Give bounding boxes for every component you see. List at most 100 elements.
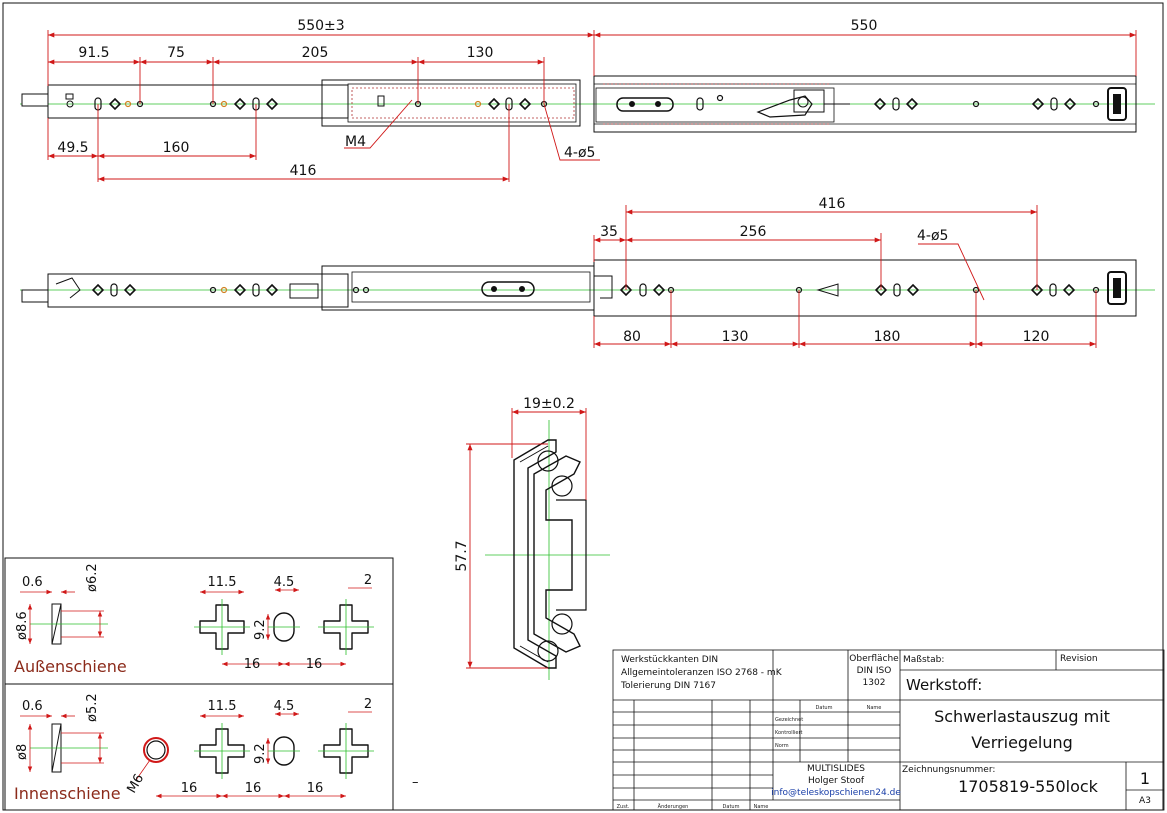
tb-person: Holger Stoof [808, 776, 865, 786]
mounting-hole [1062, 283, 1076, 297]
mounting-hole [1031, 97, 1045, 111]
round-hole [209, 286, 217, 294]
callout-4-d5-b: 4-ø5 [917, 228, 948, 244]
tb-surface-2: DIN ISO [857, 666, 892, 676]
tb-foot-zust: Zust. [617, 804, 630, 810]
lock-lever [756, 95, 813, 118]
detail-inner: 0.6 ø5.2 ø8 11.5 4.5 2 9.2 M6 16 16 16 I… [14, 693, 372, 803]
od-4-5: 4.5 [274, 575, 295, 590]
dim-256: 256 [740, 224, 767, 240]
tb-note-2: Allgemeintoleranzen ISO 2768 - mK [621, 668, 783, 678]
profile-outer-wall [513, 439, 557, 669]
lock-housing [793, 89, 825, 113]
dim-120: 120 [1023, 329, 1050, 345]
top-dimensions [47, 30, 1137, 182]
tb-row-norm: Norm [775, 743, 789, 749]
dim-75: 75 [167, 45, 185, 61]
mounting-hole [906, 283, 920, 297]
mounting-hole [233, 97, 247, 111]
tb-scale: Maßstab: [903, 655, 944, 665]
tb-email[interactable]: info@teleskopschienen24.de [771, 788, 901, 798]
tb-title-1: Schwerlastauszug mit [934, 707, 1110, 726]
dash-mark: – [412, 775, 419, 790]
ball-cage [351, 87, 575, 119]
dim-19: 19±0.2 [523, 396, 575, 412]
mounting-hole [265, 97, 279, 111]
round-hole [220, 286, 228, 294]
crosshair-hole [318, 599, 374, 655]
detail-outer-title: Außenschiene [14, 657, 127, 676]
crosshair-hole [194, 599, 250, 655]
slot-hole [110, 283, 118, 297]
id-4-5: 4.5 [274, 699, 295, 714]
tb-surface-1: Oberfläche [849, 654, 899, 664]
dim-91-5: 91.5 [78, 45, 109, 61]
tb-col-datum: Datum [816, 705, 833, 711]
mounting-hole [108, 97, 122, 111]
mounting-hole [619, 283, 633, 297]
tb-note-1: Werkstückkanten DIN [621, 655, 718, 665]
top-dim-labels: 550±3 91.5 75 205 130 550 49.5 160 416 M… [57, 18, 877, 179]
middle-dimensions [593, 205, 1097, 348]
mounting-hole [1063, 97, 1077, 111]
id-d8: ø8 [15, 744, 30, 760]
dim-160: 160 [163, 140, 190, 156]
m6-thread [143, 737, 169, 763]
tb-col-name: Name [867, 705, 882, 711]
round-hole [362, 286, 370, 294]
tb-revision: Revision [1060, 654, 1098, 664]
dim-35: 35 [600, 224, 618, 240]
mounting-hole [91, 283, 105, 297]
dim-180: 180 [874, 329, 901, 345]
od-2: 2 [364, 573, 372, 588]
tb-format: A3 [1139, 796, 1151, 806]
inner-rail-2 [47, 273, 349, 308]
id-11-5: 11.5 [208, 699, 237, 714]
od-d6-2: ø6.2 [85, 563, 100, 592]
dim-130: 130 [467, 45, 494, 61]
dim-550-tol: 550±3 [297, 18, 344, 34]
dim-57-7: 57.7 [454, 540, 470, 571]
mounting-hole [874, 283, 888, 297]
mounting-hole [873, 97, 887, 111]
mounting-hole [652, 283, 666, 297]
id-d5-2: ø5.2 [85, 693, 100, 722]
round-hole [220, 100, 228, 108]
id-0-6: 0.6 [22, 699, 43, 714]
slot-hole [252, 283, 260, 297]
slot-hole [1049, 283, 1057, 297]
od-0-6: 0.6 [22, 575, 43, 590]
end-stop [1107, 87, 1127, 121]
tb-material: Werkstoff: [906, 676, 982, 694]
tb-company: MULTISLIDES [807, 764, 865, 774]
outer-rail [593, 75, 1137, 133]
id-16-c: 16 [307, 781, 324, 796]
od-16-a: 16 [244, 657, 261, 672]
rail-stub [21, 93, 49, 107]
tb-drawno-label: Zeichnungsnummer: [902, 765, 995, 775]
od-d8-6: ø8.6 [15, 611, 30, 640]
mounting-hole [265, 283, 279, 297]
mounting-hole [1030, 283, 1044, 297]
tb-row-checked: Kontrolliert [775, 730, 803, 736]
profile-section: 19±0.2 57.7 [454, 396, 610, 680]
mounting-hole [518, 97, 532, 111]
dim-49-5: 49.5 [57, 140, 88, 156]
title-block [612, 649, 1165, 811]
round-hole [124, 100, 132, 108]
round-hole [352, 286, 360, 294]
dim-416: 416 [290, 163, 317, 179]
inner-rail [47, 84, 349, 119]
oblong-slot [268, 612, 300, 642]
tb-note-3: Tolerierung DIN 7167 [620, 681, 716, 691]
dim-80: 80 [623, 329, 641, 345]
tb-sheet: 1 [1140, 769, 1150, 788]
detail-outer: 0.6 ø6.2 ø8.6 11.5 4.5 2 9.2 16 16 Außen… [14, 563, 372, 676]
middle-rail [321, 79, 581, 127]
crosshair-hole [194, 723, 250, 779]
od-16-b: 16 [306, 657, 323, 672]
mounting-hole [233, 283, 247, 297]
mounting-hole [487, 97, 501, 111]
id-16-b: 16 [245, 781, 262, 796]
